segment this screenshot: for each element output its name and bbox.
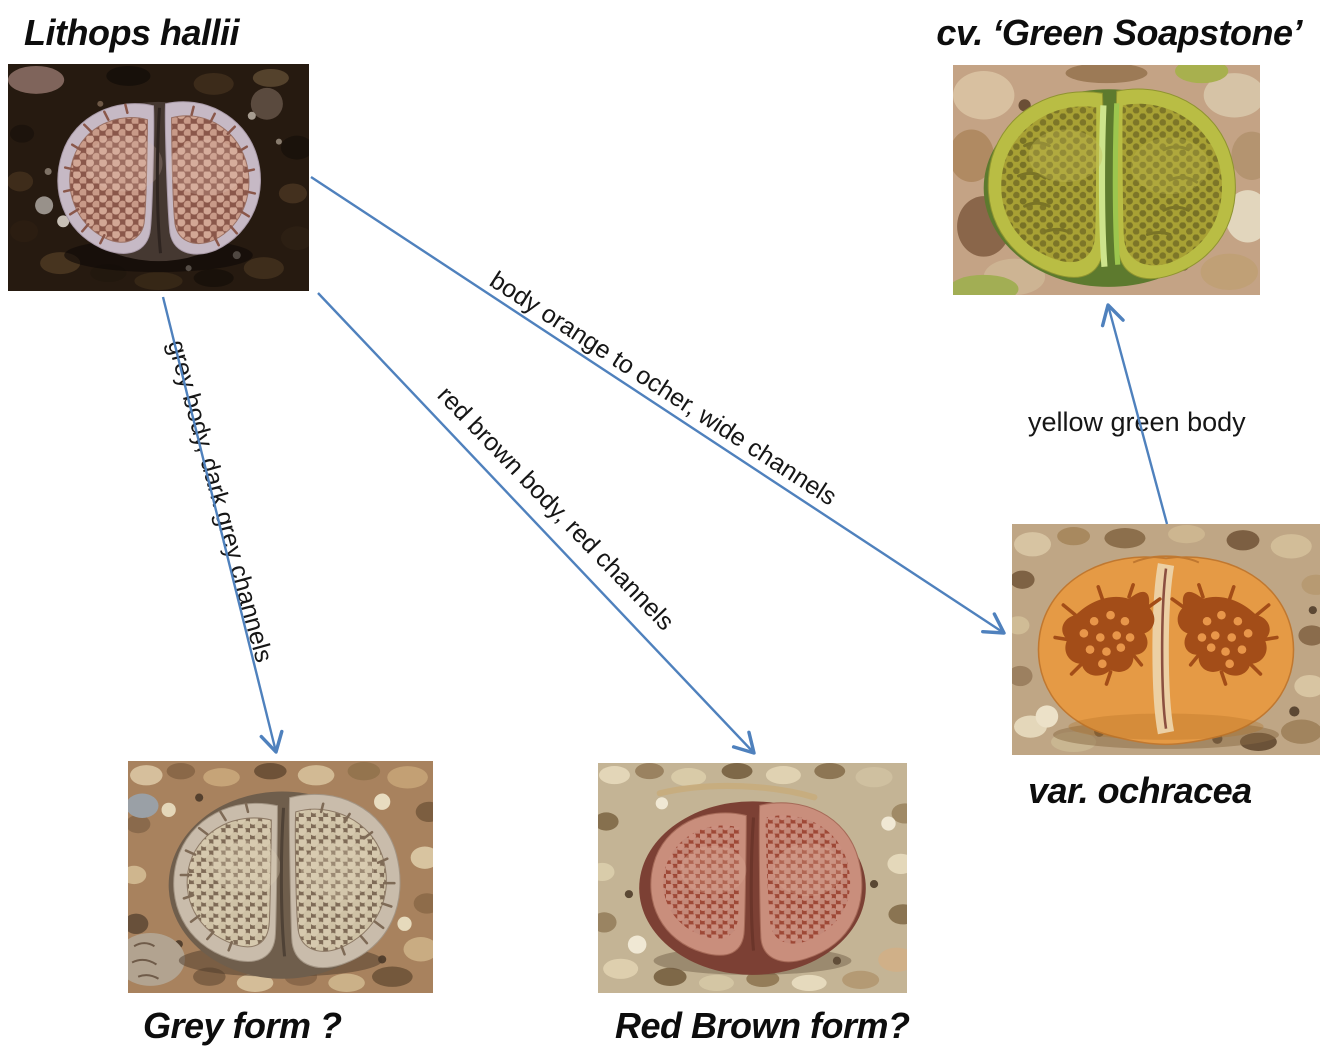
ochracea-illustration [1012, 524, 1320, 755]
title-green-soapstone: cv. ‘Green Soapstone’ [936, 12, 1302, 53]
red-brown-form-photo [598, 763, 907, 993]
grey-form-illustration [128, 761, 433, 993]
green-soapstone-illustration [953, 65, 1260, 295]
lithops-hallii-illustration [8, 64, 309, 291]
lithops-hallii-photo [8, 64, 309, 291]
arrow-to-red-brown-form [317, 292, 756, 755]
grey-form-photo [128, 761, 433, 993]
green-soapstone-photo [953, 65, 1260, 295]
caption-ochracea: var. ochracea [1028, 770, 1252, 811]
edge-label-grey-body: grey body, dark grey channels [162, 337, 279, 666]
red-brown-form-illustration [598, 763, 907, 993]
title-lithops-hallii: Lithops hallii [24, 12, 240, 53]
edge-label-yellow-green-body: yellow green body [1028, 407, 1246, 437]
caption-grey-form: Grey form ? [143, 1005, 342, 1046]
arrow-to-ochracea [310, 175, 1006, 635]
caption-red-brown-form: Red Brown form? [615, 1005, 910, 1046]
ochracea-photo [1012, 524, 1320, 755]
edge-label-red-brown-body: red brown body, red channels [431, 381, 680, 637]
